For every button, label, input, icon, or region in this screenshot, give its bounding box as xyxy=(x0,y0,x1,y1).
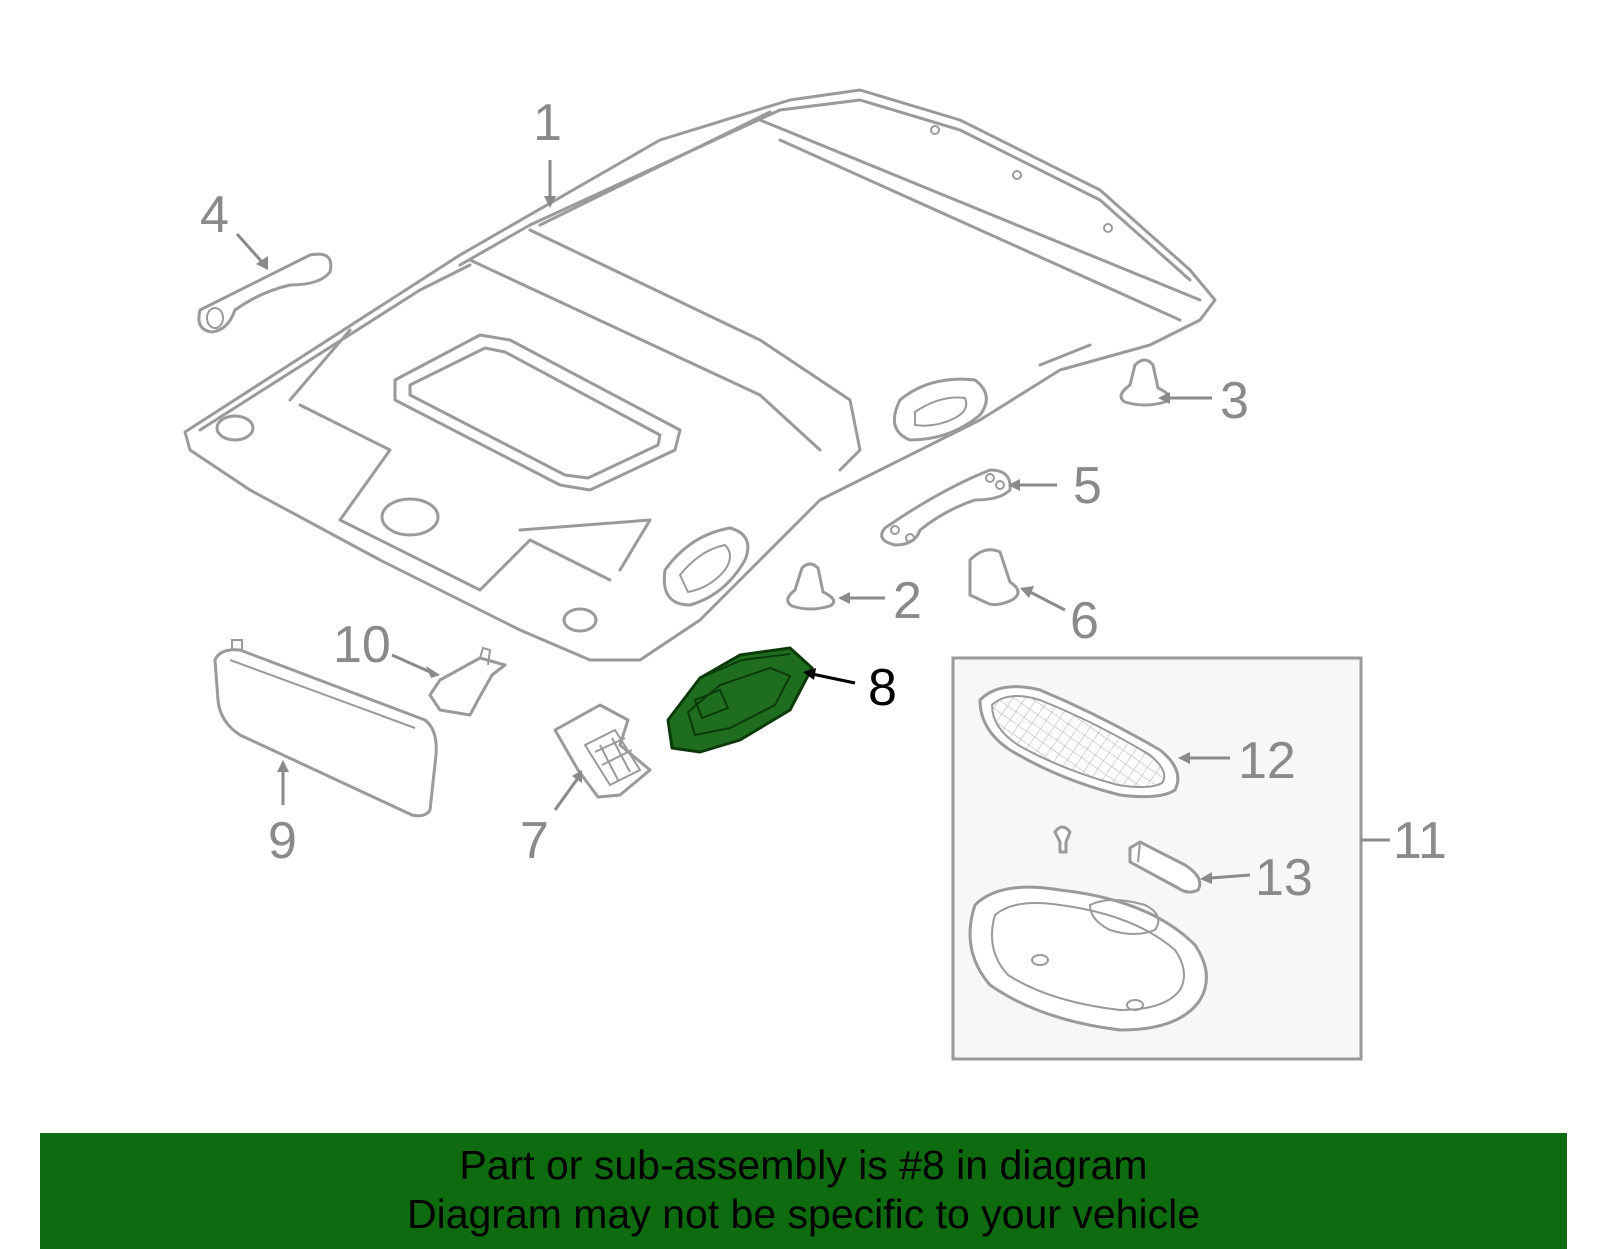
headliner-part-1 xyxy=(183,88,1217,662)
callout-4: 4 xyxy=(200,186,229,244)
callout-12: 12 xyxy=(1238,732,1296,790)
callout-9: 9 xyxy=(268,812,297,870)
clip-part-3 xyxy=(1119,358,1171,407)
banner-line-2: Diagram may not be specific to your vehi… xyxy=(406,1191,1200,1237)
callout-1: 1 xyxy=(533,94,562,152)
leader-lines xyxy=(235,160,1251,884)
clip-part-2 xyxy=(786,562,836,611)
callout-13: 13 xyxy=(1255,849,1313,907)
grab-handle-part-4 xyxy=(197,252,333,334)
callout-11: 11 xyxy=(1393,812,1447,870)
grab-handle-part-5 xyxy=(880,468,1012,547)
callout-2: 2 xyxy=(893,572,922,630)
dome-lamp-housing xyxy=(968,885,1208,1032)
visor-bracket-part-10 xyxy=(428,646,507,717)
banner-line-1: Part or sub-assembly is #8 in diagram xyxy=(459,1142,1148,1188)
callout-5: 5 xyxy=(1073,457,1102,515)
bracket-part-6 xyxy=(968,548,1020,607)
callout-6: 6 xyxy=(1070,592,1099,650)
sun-visor-part-9 xyxy=(213,639,438,818)
console-part-8-highlighted xyxy=(666,646,814,754)
bulb-part-13 xyxy=(1128,840,1202,894)
lens-part-12 xyxy=(978,685,1180,799)
bracket-part-7 xyxy=(553,703,652,799)
clip-small xyxy=(1053,825,1072,854)
info-banner: Part or sub-assembly is #8 in diagram Di… xyxy=(40,1133,1567,1249)
callout-7: 7 xyxy=(520,812,549,870)
callout-10: 10 xyxy=(333,616,391,674)
callout-8: 8 xyxy=(868,659,897,717)
callout-3: 3 xyxy=(1220,372,1249,430)
